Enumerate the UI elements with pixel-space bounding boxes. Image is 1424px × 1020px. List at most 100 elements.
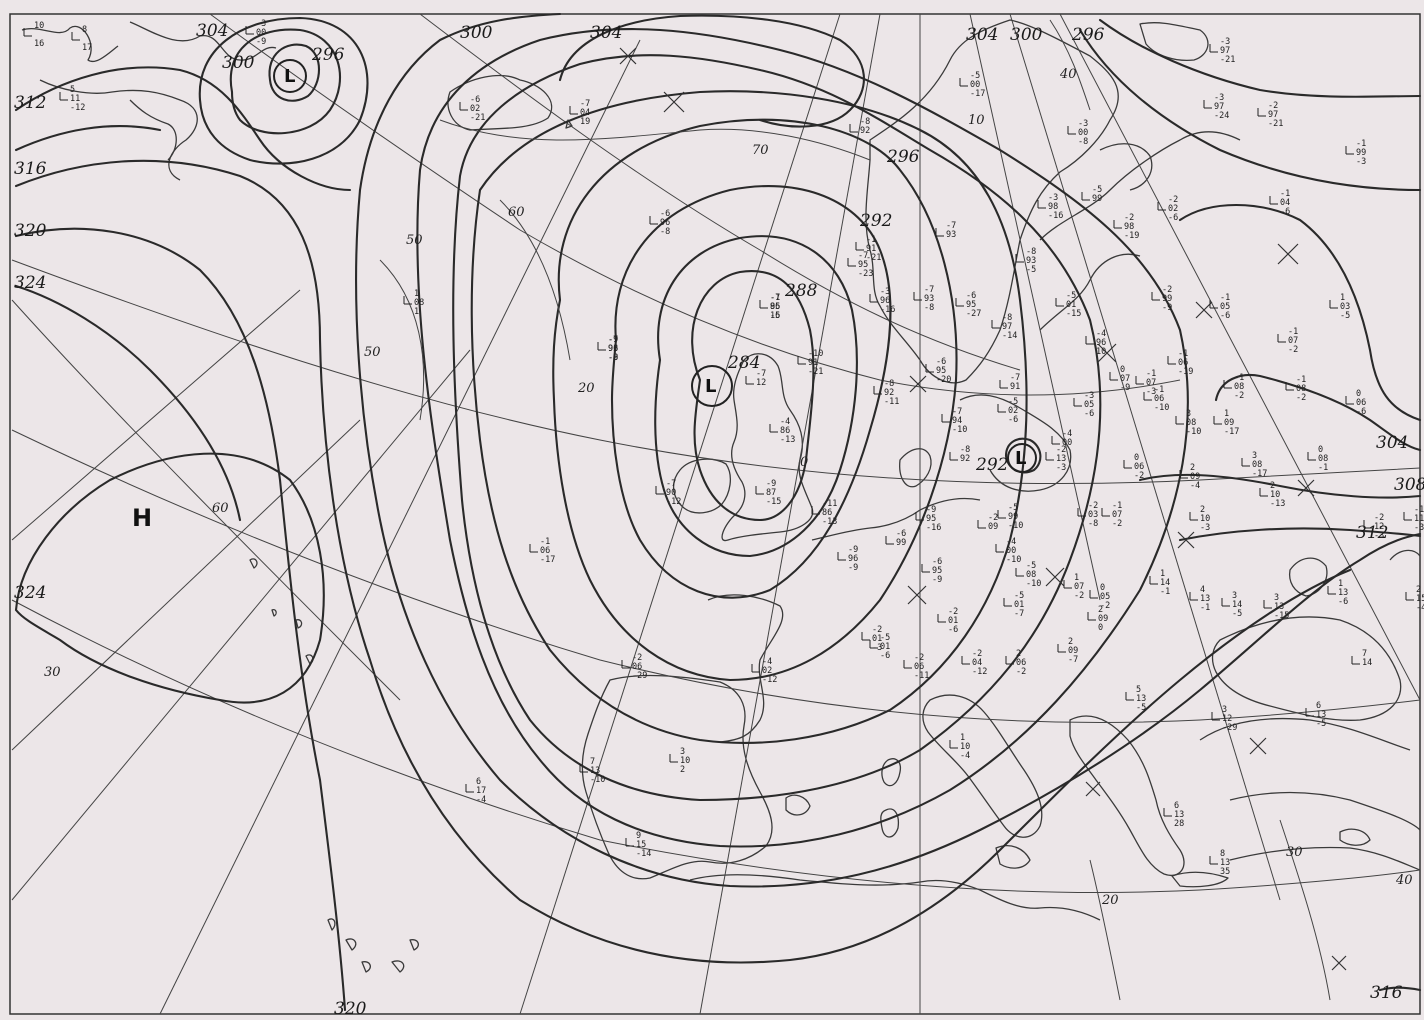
wind-barb [995,544,1004,553]
station-dewpoint: 2 [680,765,685,775]
station-temp: -2 [948,607,958,617]
station-temp: -8 [1002,313,1012,323]
station-dewpoint: -10 [1006,555,1021,565]
height-contours [14,12,1422,1012]
contour-label: 288 [784,281,818,301]
wind-barb [847,258,856,267]
station-pressure: 06 [632,662,642,672]
station-temp: 3 [1252,451,1257,461]
station-pressure: 92 [860,126,870,136]
station-plot: 713-10 [579,757,605,785]
station-temp: -2 [972,649,982,659]
station-plot: -696-8 [649,209,670,237]
station-dewpoint: -10 [952,425,967,435]
isotherm-label: 40 [1395,873,1413,888]
station-dewpoint: -20 [936,375,951,385]
wind-barb [1351,656,1360,665]
station-plot: -501-6 [869,633,890,661]
station-dewpoint: 19 [580,117,590,127]
wind-barb [913,292,922,301]
station-temp: -4 [1006,537,1016,547]
station-temp: -3 [256,19,266,29]
station-temp: 3 [1222,705,1227,715]
station-temp: 1 [414,289,419,299]
station-plot: -299-9 [1151,285,1172,313]
station-pressure: 12 [1374,522,1384,532]
station-plot: -500-17 [959,71,985,99]
station-pressure: 00 [256,28,266,38]
station-dewpoint: -3 [1200,523,1210,533]
isotherms [379,19,1331,1001]
station-pressure: 96 [848,554,858,564]
station-dewpoint: -12 [666,497,681,507]
station-plot: -191-21 [855,235,881,263]
station-pressure: 03 [1088,510,1098,520]
station-temp: -1 [1414,505,1424,515]
station-plot: -599 [1081,185,1102,204]
station-pressure: 13 [1316,710,1326,720]
station-temp: -6 [936,357,946,367]
station-pressure: 13 [1274,602,1284,612]
station-plot: 210-3 [1189,505,1210,533]
station-temp: -3 [1220,37,1230,47]
station-pressure: 13 [1200,594,1210,604]
wind-barb [955,298,964,307]
station-temp: -7 [608,335,618,345]
wind-barb [811,506,820,515]
station-plot: 513-5 [1125,685,1146,713]
station-pressure: 11 [70,94,80,104]
station-dewpoint: -21 [808,367,823,377]
wind-barb [873,386,882,395]
station-temp: 7 [590,757,595,767]
station-temp: -1 [1288,327,1298,337]
station-temp: -6 [896,529,906,539]
isotherm-label: 20 [577,381,595,396]
station-pressure: 06 [1134,462,1144,472]
station-dewpoint: -15 [766,497,781,507]
station-plot: -298-19 [1113,213,1139,241]
station-dewpoint: -17 [970,89,985,99]
contour-label: 320 [14,221,47,241]
station-pressure: 90 [666,488,676,498]
wind-barb [1063,580,1072,589]
station-temp: -9 [608,335,618,345]
station-dewpoint: -12 [70,103,85,113]
station-plot: -201-6 [937,607,958,635]
wind-barb [1055,298,1064,307]
station-dewpoint: -16 [880,305,895,315]
station-dewpoint: -17 [540,555,555,565]
wind-barb [245,26,254,35]
station-plot: -695-27 [955,291,981,319]
station-temp: -6 [660,209,670,219]
station-plot: 915-14 [625,831,651,859]
station-dewpoint: -7 [1014,609,1024,619]
station-pressure: 00 [1062,438,1072,448]
contour-label: 324 [14,583,46,603]
station-plot: 714 [1351,649,1372,668]
station-pressure: 13 [1338,588,1348,598]
station-pressure: 05 [1084,400,1094,410]
wind-barb [1123,460,1132,469]
station-temp: 9 [636,831,641,841]
contour-label: 292 [859,211,892,231]
station-dewpoint: -10 [1008,521,1023,531]
station-pressure: 05 [1220,302,1230,312]
wind-barb [1209,856,1218,865]
contour-label: 320 [334,999,367,1019]
station-plot: -996-9 [597,335,618,363]
station-temp: -9 [766,479,776,489]
station-pressure: 05 [1100,592,1110,602]
station-pressure: 99 [896,538,906,548]
wind-barb [655,486,664,495]
isotherm-label: 60 [508,205,525,220]
station-temp: 10 [34,21,44,31]
station-plot: 613-5 [1305,701,1326,729]
station-temp: -2 [1374,513,1384,523]
isotherm-label: 30 [1286,845,1303,860]
station-temp: -11 [822,499,837,509]
station-plot: -206-29 [621,653,647,681]
station-plot: -995-16 [915,505,941,533]
isotherm-label: 70 [752,143,769,158]
wind-barb [1259,488,1268,497]
